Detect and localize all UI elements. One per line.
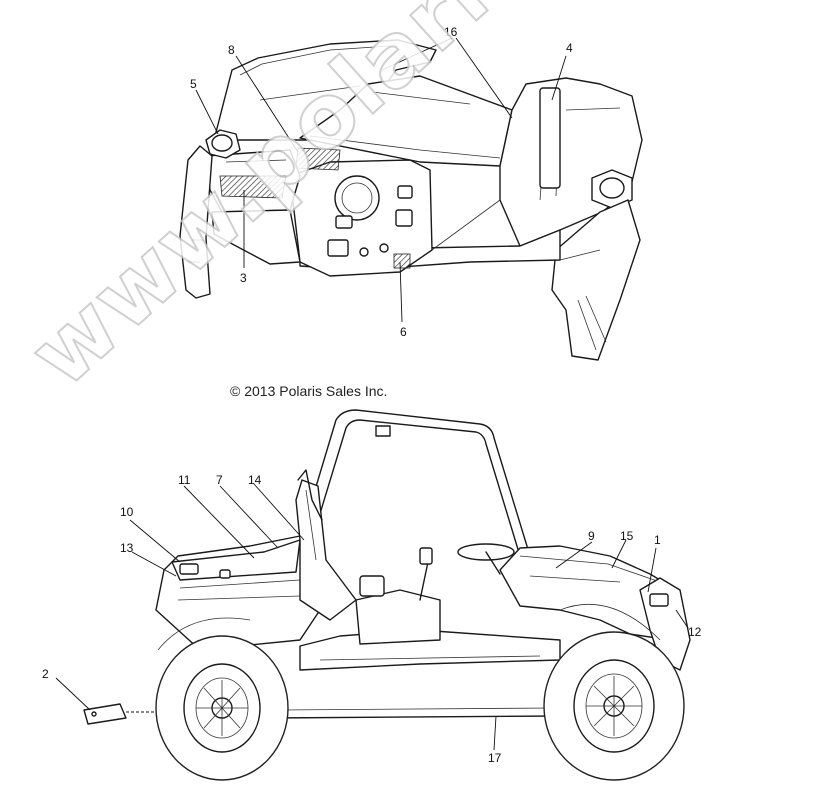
vehicle-side-view xyxy=(83,409,691,781)
callout-17: 17 xyxy=(488,751,502,765)
bottom-callout-labels: 1 15 9 12 10 13 11 7 14 2 17 xyxy=(42,473,702,765)
callout-13: 13 xyxy=(120,541,134,555)
callout-7: 7 xyxy=(216,473,223,487)
callout-12: 12 xyxy=(688,625,702,639)
callout-9: 9 xyxy=(588,529,595,543)
callout-8: 8 xyxy=(228,43,235,57)
callout-10: 10 xyxy=(120,505,134,519)
callout-16: 16 xyxy=(444,25,458,39)
callout-1: 1 xyxy=(654,533,661,547)
callout-14: 14 xyxy=(248,473,262,487)
top-callout-labels: 16 4 8 5 3 6 xyxy=(190,25,573,339)
copyright-notice: © 2013 Polaris Sales Inc. xyxy=(230,383,388,399)
callout-15: 15 xyxy=(620,529,634,543)
bottom-leader-lines xyxy=(55,483,689,751)
callout-4: 4 xyxy=(566,41,573,55)
dashboard-assembly xyxy=(179,39,643,361)
callout-3: 3 xyxy=(240,271,247,285)
top-leader-lines xyxy=(195,37,567,323)
callout-5: 5 xyxy=(190,77,197,91)
callout-11: 11 xyxy=(178,473,191,487)
callout-2: 2 xyxy=(42,667,49,681)
callout-6: 6 xyxy=(400,325,407,339)
